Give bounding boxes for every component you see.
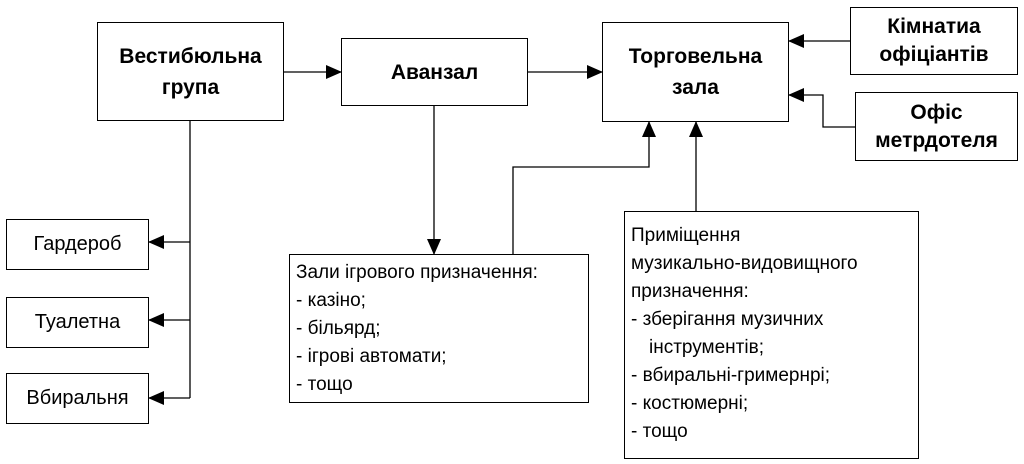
node-trading-hall-line1: Торговельна	[628, 45, 763, 68]
node-waiters-room: Кімнатиа офіціантів	[850, 7, 1018, 75]
node-vestibule-line2: група	[161, 75, 220, 99]
gaming-halls-item: - більярд;	[296, 318, 381, 339]
music-rooms-title-line: музикально-видовищного	[631, 253, 858, 274]
node-toilet-label: Туалетна	[34, 311, 121, 333]
node-restroom: Вбиральня	[6, 373, 149, 424]
music-rooms-item: інструментів;	[649, 337, 764, 358]
node-gaming-halls: Зали ігрового призначення: - казіно; - б…	[289, 254, 589, 403]
music-rooms-item: - костюмерні;	[631, 393, 749, 414]
node-restroom-label: Вбиральня	[26, 387, 129, 409]
gaming-halls-title: Зали ігрового призначення:	[296, 262, 538, 283]
node-trading-hall-line2: зала	[672, 76, 719, 99]
music-rooms-title-line: Приміщення	[631, 225, 741, 246]
node-vestibule-group: Вестибюльна група	[97, 22, 284, 121]
music-rooms-title-line: призначення:	[631, 281, 749, 302]
node-trading-hall: Торговельна зала	[602, 22, 789, 122]
node-wardrobe-label: Гардероб	[33, 233, 122, 255]
node-maitre-office-line2: метрдотеля	[875, 128, 998, 152]
node-maitre-office-line1: Офіс	[910, 100, 963, 124]
node-toilet: Туалетна	[6, 297, 149, 348]
node-avanzal: Аванзал	[341, 38, 528, 106]
node-vestibule-line1: Вестибюльна	[119, 44, 262, 68]
gaming-halls-item: - тощо	[296, 374, 353, 395]
node-waiters-room-line1: Кімнатиа	[887, 15, 981, 38]
gaming-halls-item: - ігрові автомати;	[296, 346, 447, 367]
node-avanzal-label: Аванзал	[390, 60, 479, 84]
node-waiters-room-line2: офіціантів	[879, 43, 989, 66]
arrow-maitre-to-trading-hall	[788, 88, 855, 128]
music-rooms-item: - тощо	[631, 421, 688, 442]
node-music-rooms: Приміщення музикально-видовищного призна…	[624, 211, 919, 459]
gaming-halls-item: - казіно;	[296, 290, 366, 311]
node-wardrobe: Гардероб	[6, 219, 149, 270]
node-maitre-office: Офіс метрдотеля	[855, 92, 1018, 161]
music-rooms-item: - зберігання музичних	[631, 309, 824, 330]
music-rooms-item: - вбиральні-гримернрі;	[631, 365, 831, 386]
arrow-gaming-to-trading-hall	[512, 121, 656, 254]
